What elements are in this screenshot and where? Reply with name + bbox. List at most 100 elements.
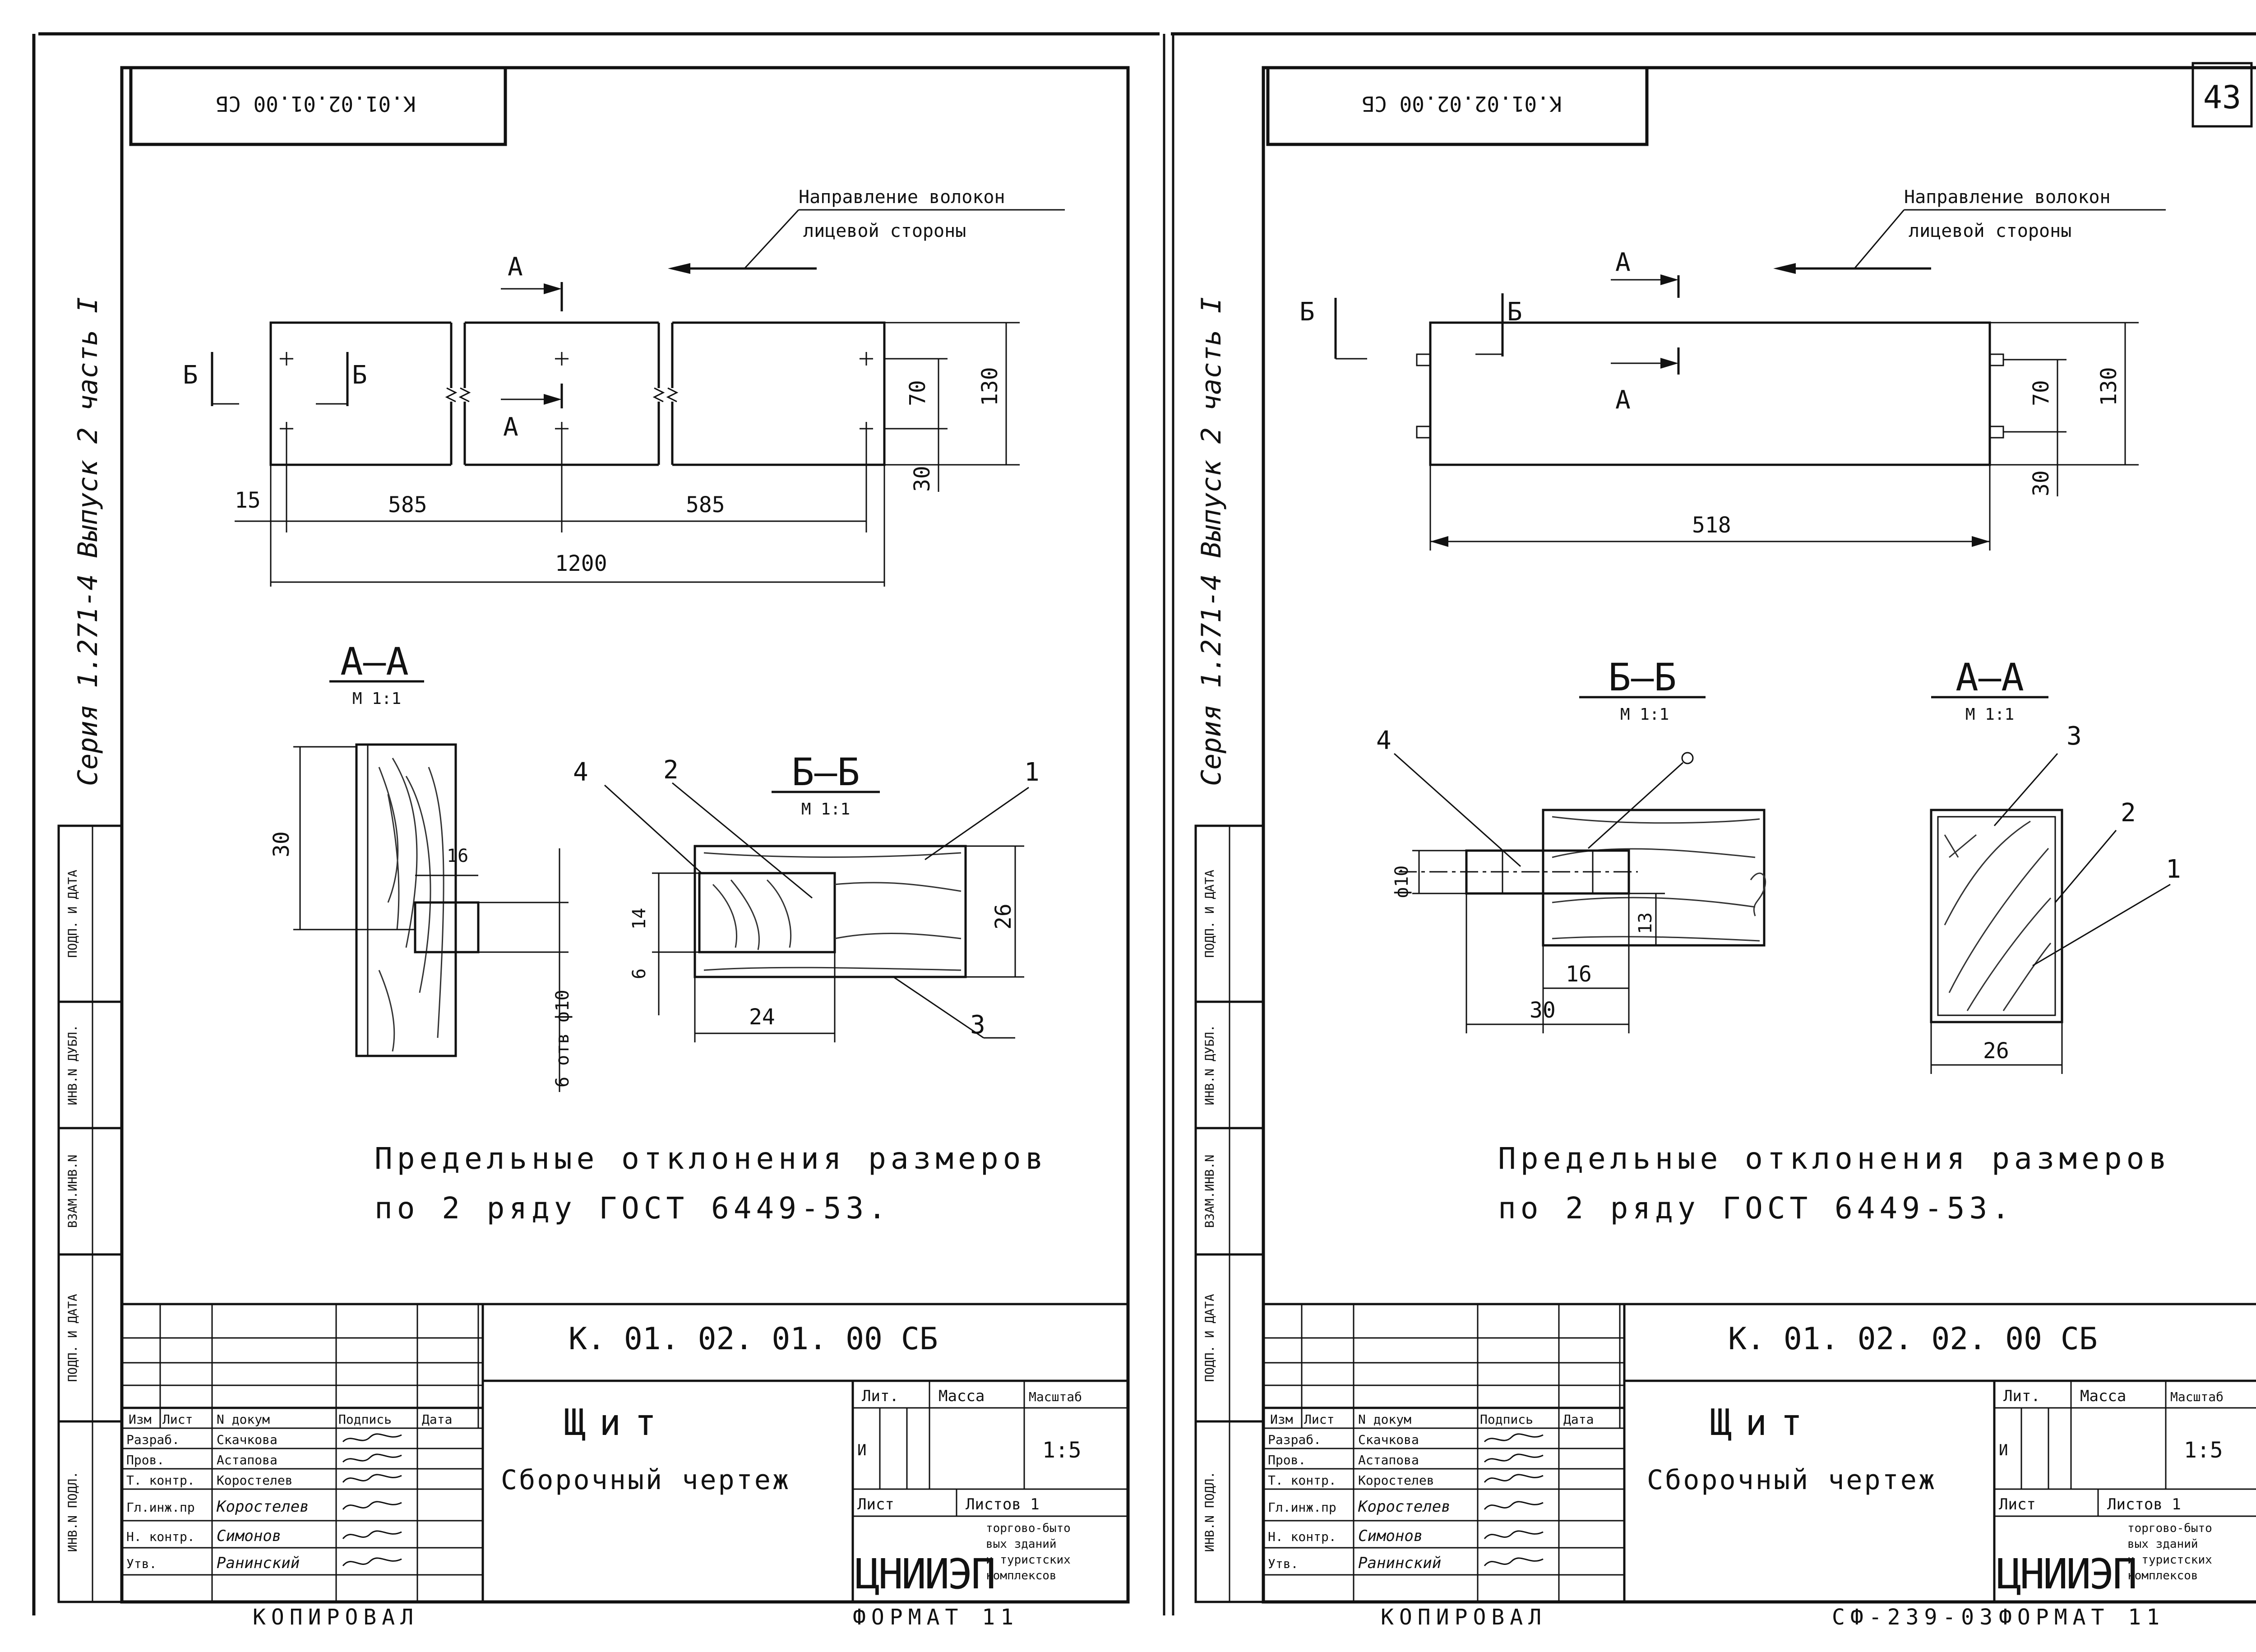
dim-label: 26 bbox=[1983, 1038, 2009, 1064]
sheet-2-subtitle: Сборочный чертеж bbox=[1647, 1464, 1937, 1496]
callout-4: 4 bbox=[573, 758, 588, 787]
tb-org-desc: вых зданий bbox=[2127, 1537, 2198, 1551]
signature-marks bbox=[1484, 1433, 1544, 1566]
tb-lit-value: И bbox=[1999, 1441, 2008, 1459]
dim-label: 70 bbox=[2029, 380, 2054, 406]
sheet-2-footer-format: ФОРМАТ 11 bbox=[1999, 1605, 2165, 1630]
tb-role: Пров. bbox=[1268, 1453, 1306, 1467]
sheet-2-tolerance-line-2: по 2 ряду ГОСТ 6449-53. bbox=[1498, 1191, 2014, 1226]
sheet-2-title: Щит bbox=[1710, 1402, 1816, 1444]
grain-note-line-1: Направление волокон bbox=[799, 187, 1005, 208]
section-title: Б—Б bbox=[791, 750, 860, 794]
tb-lit-label: Лит. bbox=[862, 1387, 899, 1405]
sheet-1-grain-note: Направление волокон лицевой стороны bbox=[668, 187, 1065, 274]
sheet-2-title-block: Изм Лист N докум Подпись Дата Разраб. Пр… bbox=[1262, 1303, 2256, 1603]
tb-name: Коростелев bbox=[1358, 1498, 1451, 1516]
tb-name: Коростелев bbox=[1358, 1473, 1434, 1488]
dim-label: 130 bbox=[2096, 367, 2122, 406]
tb-col-header: Изм bbox=[1270, 1412, 1293, 1427]
sheet-1-tolerance-line-2: по 2 ряду ГОСТ 6449-53. bbox=[374, 1191, 891, 1226]
tb-mass-label: Масса bbox=[2080, 1387, 2126, 1405]
callout-2: 2 bbox=[663, 755, 679, 785]
dim-label: 1200 bbox=[555, 551, 607, 576]
sheet-2-footer-archive-ref: СФ-239-03 bbox=[1832, 1605, 1998, 1630]
tb-org: ЦНИИЭП bbox=[855, 1550, 994, 1598]
tb-name: Симонов bbox=[217, 1527, 281, 1545]
dim-label: 15 bbox=[235, 488, 261, 513]
section-mark-label: А bbox=[1615, 385, 1631, 415]
dim-label: 70 bbox=[905, 380, 930, 406]
strip-label: ПОДП. И ДАТА bbox=[1203, 1294, 1217, 1382]
sheet-1-section-aa: А—А М 1:1 30 16 6 отв ф10 bbox=[269, 639, 573, 1092]
sheet-2-doc-code: К. 01. 02. 02. 00 СБ bbox=[1728, 1321, 2098, 1357]
sheet-1-doc-code: К. 01. 02. 01. 00 СБ bbox=[569, 1321, 938, 1357]
section-scale: М 1:1 bbox=[1620, 705, 1669, 724]
sheet-2-plan-view: А А Б Б 518 70 130 30 bbox=[1299, 248, 2139, 551]
section-mark-label: А bbox=[508, 252, 523, 282]
sheet-1-footer-copied: КОПИРОВАЛ bbox=[253, 1605, 419, 1630]
grain-arrow-icon bbox=[668, 263, 690, 274]
dim-label: 24 bbox=[749, 1004, 775, 1030]
tb-sheet-label: Лист bbox=[857, 1495, 894, 1513]
strip-label: ВЗАМ.ИНВ.N bbox=[66, 1155, 80, 1228]
tb-name: Коростелев bbox=[217, 1473, 293, 1488]
section-title: А—А bbox=[340, 639, 409, 684]
tb-role: Разраб. bbox=[126, 1432, 180, 1447]
tb-name: Скачкова bbox=[1358, 1432, 1419, 1447]
tb-name: Симонов bbox=[1358, 1527, 1423, 1545]
sheet-2-section-bb: Б—Б М 1:1 ф10 13 16 30 bbox=[1376, 655, 1766, 1033]
tb-scale-label: Масштаб bbox=[2170, 1389, 2224, 1404]
strip-label: ВЗАМ.ИНВ.N bbox=[1203, 1155, 1217, 1228]
dim-label: 6 отв ф10 bbox=[552, 990, 573, 1087]
grain-note-line-2: лицевой стороны bbox=[803, 221, 966, 241]
tb-col-header: Лист bbox=[1304, 1412, 1334, 1427]
sheet-1-side-strip: ПОДП. И ДАТА ИНВ.N ДУБЛ. ВЗАМ.ИНВ.N ПОДП… bbox=[57, 824, 123, 1603]
dim-label: 585 bbox=[686, 492, 725, 518]
sheet-1: К.01.02.01.00 СБ Серия 1.271-4 Выпуск 2 … bbox=[57, 66, 1130, 1630]
sheet-1-footer-format: ФОРМАТ 11 bbox=[853, 1605, 1019, 1630]
tb-org: ЦНИИЭП bbox=[1997, 1550, 2136, 1598]
tb-mass-label: Масса bbox=[938, 1387, 985, 1405]
callout-2: 2 bbox=[2121, 798, 2136, 828]
section-mark-label: Б bbox=[1507, 297, 1522, 327]
strip-label: ИНВ.N ПОДЛ. bbox=[1203, 1472, 1217, 1552]
tb-col-header: Подпись bbox=[338, 1412, 392, 1427]
tb-col-header: N докум bbox=[1358, 1412, 1411, 1427]
dim-label: 30 bbox=[269, 831, 294, 857]
sheet-1-subtitle: Сборочный чертеж bbox=[501, 1464, 791, 1496]
sheet-1-series-label: Серия 1.271-4 Выпуск 2 часть I bbox=[72, 297, 104, 786]
sheet-2-stamp-code: К.01.02.02.00 СБ bbox=[1362, 92, 1562, 116]
tb-name: Астапова bbox=[1358, 1453, 1419, 1467]
tb-sheet-label: Лист bbox=[1999, 1495, 2036, 1513]
sheet-2-series-label: Серия 1.271-4 Выпуск 2 часть I bbox=[1196, 297, 1227, 786]
tb-name: Ранинский bbox=[217, 1554, 300, 1572]
tb-org-desc: торгово-быто bbox=[986, 1522, 1071, 1535]
section-title: А—А bbox=[1956, 655, 2024, 699]
sheet-2-side-strip: ПОДП. И ДАТА ИНВ.N ДУБЛ. ВЗАМ.ИНВ.N ПОДП… bbox=[1194, 824, 1265, 1603]
dim-label: 130 bbox=[977, 367, 1003, 406]
strip-label: ПОДП. И ДАТА bbox=[1203, 870, 1217, 958]
sheet-1-title-block: Изм Лист N докум Подпись Дата Разраб. Пр… bbox=[120, 1303, 1129, 1603]
sheet-1-plan-view: А А Б Б 15 585 bbox=[183, 252, 1020, 587]
tb-scale-value: 1:5 bbox=[2184, 1438, 2223, 1463]
tb-sheets-label: Листов 1 bbox=[966, 1495, 1040, 1513]
tb-org-desc: торгово-быто bbox=[2127, 1522, 2212, 1535]
tb-role: Пров. bbox=[126, 1453, 164, 1467]
dim-label: 30 bbox=[1530, 998, 1556, 1023]
tb-role: Н. контр. bbox=[126, 1529, 195, 1544]
dim-label: 518 bbox=[1692, 513, 1731, 538]
tb-org-desc: комплексов bbox=[2127, 1569, 2198, 1583]
sheet-1-title: Щит bbox=[564, 1402, 670, 1444]
strip-label: ИНВ.N ДУБЛ. bbox=[1203, 1025, 1217, 1106]
signature-marks bbox=[342, 1433, 402, 1566]
sheet-2-drawing-frame bbox=[1262, 66, 2256, 1604]
grain-note-line-2: лицевой стороны bbox=[1909, 221, 2071, 241]
sheet-2-tolerance-line-1: Предельные отклонения размеров bbox=[1498, 1141, 2171, 1176]
section-mark-label: Б bbox=[183, 361, 198, 390]
dim-label: 14 bbox=[629, 908, 650, 930]
grain-note-line-1: Направление волокон bbox=[1904, 187, 2111, 208]
tb-role: Разраб. bbox=[1268, 1432, 1321, 1447]
callout-1: 1 bbox=[2166, 855, 2181, 884]
tb-role: Гл.инж.пр bbox=[126, 1500, 195, 1515]
